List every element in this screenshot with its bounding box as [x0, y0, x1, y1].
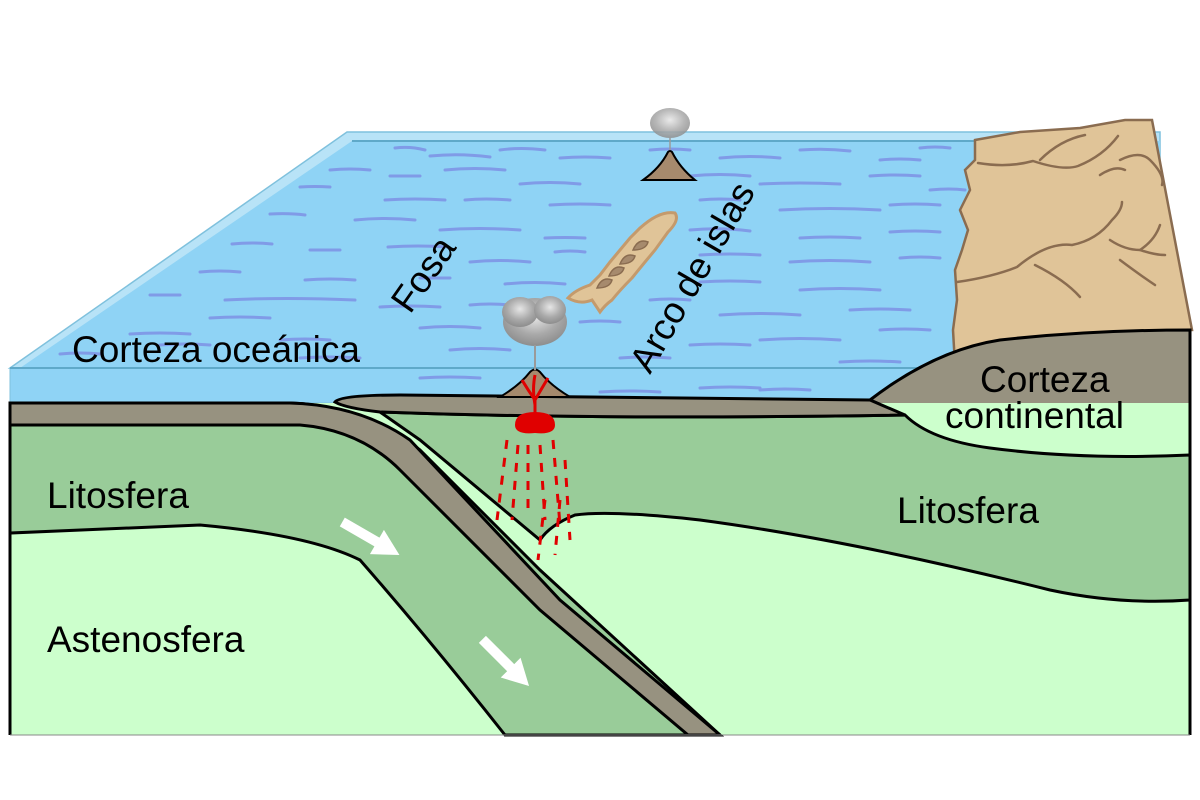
label-oceanic-crust: Corteza oceánica [72, 329, 360, 370]
arrow-icon [339, 517, 400, 555]
wave-lines [58, 145, 967, 394]
block-outline [8, 330, 1192, 735]
volcano-main [496, 296, 574, 434]
ocean-surface [7, 131, 1191, 404]
label-continental-crust-2: continental [945, 395, 1124, 436]
arrow-icon [478, 635, 530, 687]
label-lithosphere-left: Litosfera [47, 475, 189, 516]
label-continental-crust-1: Corteza [980, 359, 1110, 400]
subduction-direction-arrows [339, 517, 530, 687]
oceanic-crust-overriding [332, 393, 906, 419]
volcano-distant [639, 108, 698, 181]
magma-dashes [495, 439, 572, 561]
island [565, 211, 678, 315]
label-asthenosphere: Astenosfera [47, 619, 245, 660]
label-lithosphere-right: Litosfera [897, 490, 1039, 531]
continent-land [951, 118, 1194, 367]
